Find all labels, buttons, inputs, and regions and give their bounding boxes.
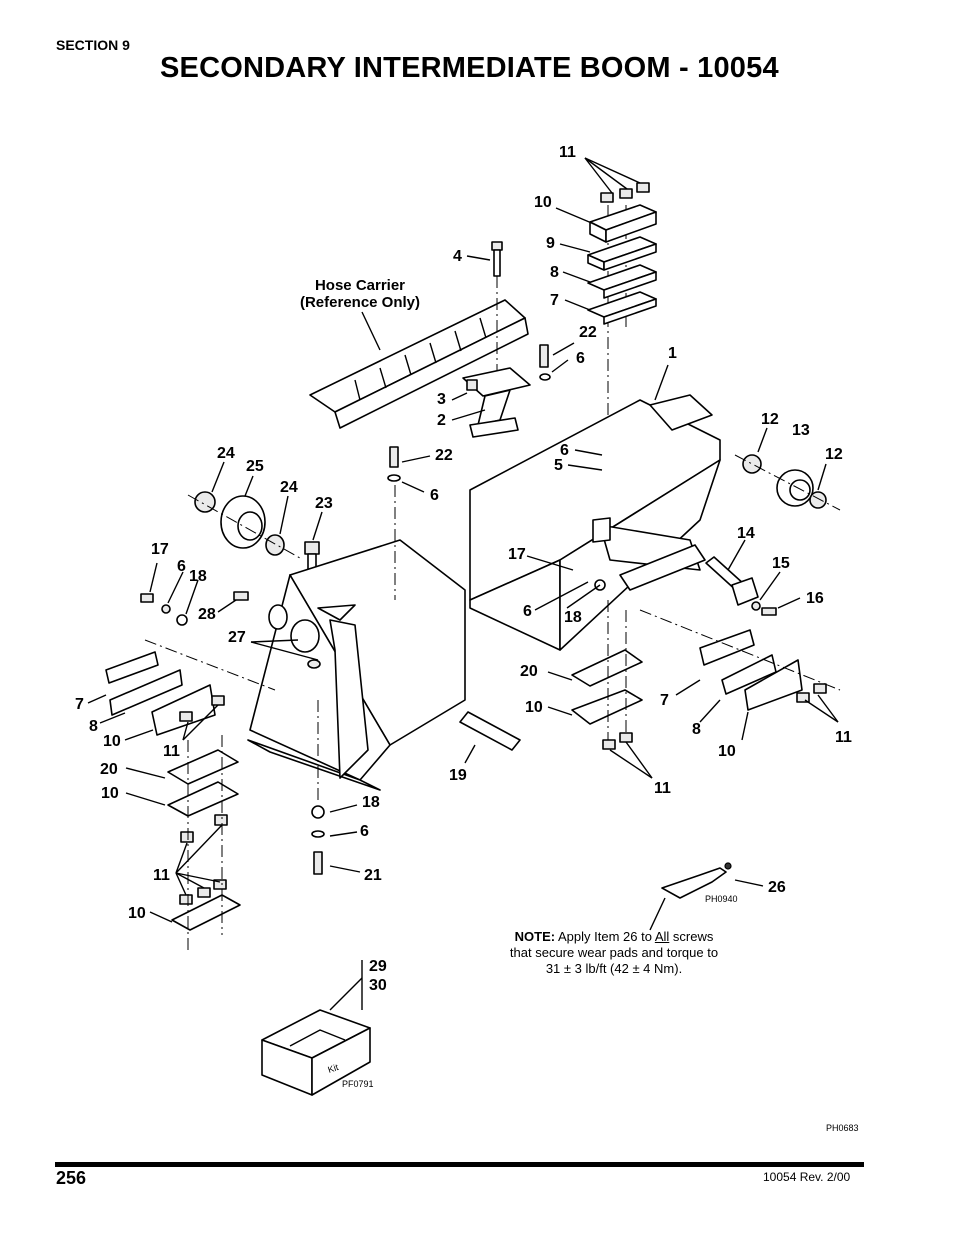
pin-item-19	[459, 711, 521, 751]
callout-13: 13	[792, 422, 810, 439]
callout-14: 14	[737, 525, 755, 542]
kit-label: Kit	[327, 1062, 341, 1075]
callout-8: 8	[692, 721, 701, 738]
lower-left-wear-pads	[167, 735, 241, 950]
callout-27: 27	[228, 629, 246, 646]
callout-11: 11	[559, 144, 576, 161]
callout-16: 16	[806, 590, 824, 607]
callout-8: 8	[550, 264, 559, 281]
boom-section-item-1	[469, 394, 721, 651]
note-line-3: 31 ± 3 lb/ft (42 ± 4 Nm).	[545, 961, 683, 976]
callout-7: 7	[75, 696, 84, 713]
callout-22: 22	[579, 324, 597, 341]
note-text-before: Apply Item 26 to	[557, 929, 652, 944]
callout-10: 10	[128, 905, 146, 922]
callout-6: 6	[560, 442, 569, 459]
callout-18: 18	[189, 568, 207, 585]
note-prefix: NOTE:	[514, 929, 556, 944]
callout-10: 10	[534, 194, 552, 211]
callout-7: 7	[550, 292, 559, 309]
right-wear-pad-stack	[639, 609, 841, 711]
footer-rule	[55, 1162, 864, 1167]
page-title: SECONDARY INTERMEDIATE BOOM - 10054	[160, 52, 779, 84]
photo-ref-kit: PF0791	[342, 1079, 374, 1089]
pin-assembly-right	[705, 556, 777, 616]
callout-10: 10	[525, 699, 543, 716]
photo-ref-tube: PH0940	[705, 894, 738, 904]
callout-26: 26	[768, 879, 786, 896]
photo-ref-main: PH0683	[826, 1123, 859, 1133]
callout-17: 17	[151, 541, 169, 558]
callout-21: 21	[364, 867, 382, 884]
callout-6: 6	[360, 823, 369, 840]
callout-6: 6	[576, 350, 585, 367]
callout-15: 15	[772, 555, 790, 572]
callout-28: 28	[198, 606, 216, 623]
callout-11: 11	[163, 743, 180, 760]
hose-carrier-reference	[309, 299, 529, 429]
callout-4: 4	[453, 248, 462, 265]
callout-2: 2	[437, 412, 446, 429]
adhesive-tube-item-26	[661, 862, 732, 899]
callout-20: 20	[100, 761, 118, 778]
hose-carrier-label: Hose Carrier	[315, 277, 405, 294]
callout-24: 24	[217, 445, 235, 462]
callout-29: 29	[369, 958, 387, 975]
callout-25: 25	[246, 458, 264, 475]
top-bolt-group	[600, 182, 650, 203]
leader-lines	[87, 157, 839, 1011]
left-hardware-group	[140, 591, 249, 626]
center-fasteners	[311, 446, 401, 875]
callout-18: 18	[362, 794, 380, 811]
callout-11: 11	[153, 867, 170, 884]
sheave-assembly-left	[187, 491, 301, 559]
callout-22: 22	[435, 447, 453, 464]
page-number: 256	[56, 1168, 87, 1188]
callout-11: 11	[654, 780, 671, 797]
left-wear-pad-stack	[105, 639, 276, 736]
callout-5: 5	[554, 457, 563, 474]
torque-note: NOTE: Apply Item 26 to All screws that s…	[488, 929, 740, 977]
callout-6: 6	[430, 487, 439, 504]
document-revision: 10054 Rev. 2/00	[763, 1170, 851, 1184]
section-label: SECTION 9	[56, 37, 130, 53]
callout-10: 10	[101, 785, 119, 802]
callout-11: 11	[835, 729, 852, 746]
reference-only-label: (Reference Only)	[300, 294, 420, 311]
callout-18: 18	[564, 609, 582, 626]
note-line-2: that secure wear pads and torque to	[509, 945, 719, 960]
note-text-after: screws	[672, 929, 714, 944]
top-wear-pad-stack	[587, 182, 657, 430]
callout-1: 1	[668, 345, 677, 362]
right-center-wear-pads	[571, 600, 643, 750]
callout-23: 23	[315, 495, 333, 512]
callout-9: 9	[546, 235, 555, 252]
callout-12: 12	[761, 411, 779, 428]
callout-3: 3	[437, 391, 446, 408]
note-underlined: All	[654, 929, 670, 944]
sheave-assembly-right	[734, 454, 841, 511]
callout-10: 10	[718, 743, 736, 760]
callout-12: 12	[825, 446, 843, 463]
boom-section-lower	[247, 539, 466, 791]
callout-19: 19	[449, 767, 467, 784]
callout-17: 17	[508, 546, 526, 563]
callout-labels: 11 10 9 8 7 4 22 6 1 3 2 12 13 12 6 5 22…	[75, 144, 859, 1133]
carrier-mount-bracket	[462, 241, 551, 438]
kit-box-items-29-30	[261, 1009, 371, 1096]
callout-10: 10	[103, 733, 121, 750]
callout-20: 20	[520, 663, 538, 680]
callout-30: 30	[369, 977, 387, 994]
callout-8: 8	[89, 718, 98, 735]
callout-6: 6	[523, 603, 532, 620]
callout-24: 24	[280, 479, 298, 496]
callout-7: 7	[660, 692, 669, 709]
callout-6: 6	[177, 558, 186, 575]
